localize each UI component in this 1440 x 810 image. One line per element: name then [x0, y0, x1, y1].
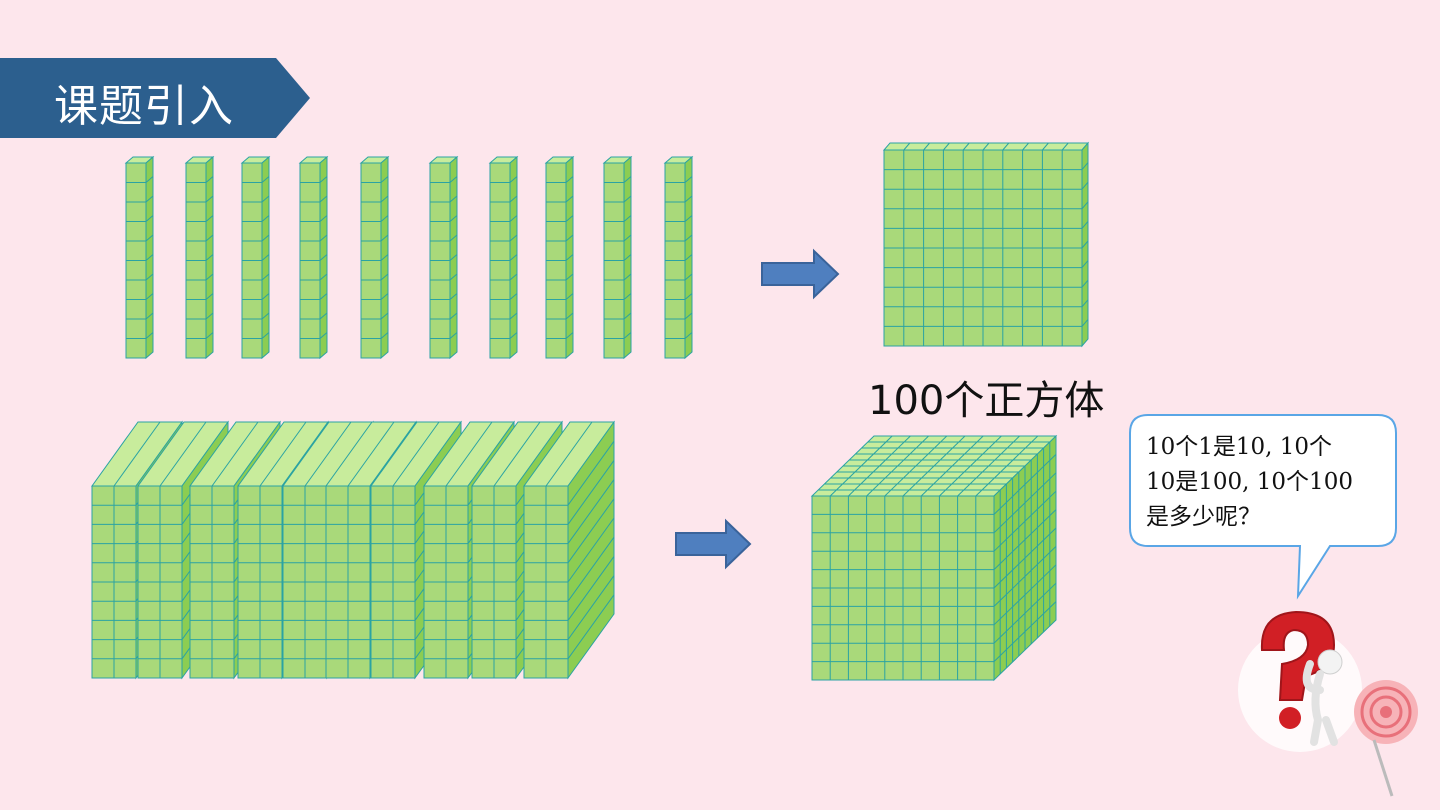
ten-rod — [544, 155, 575, 360]
hundred-flat — [523, 420, 615, 680]
speech-bubble-text: 10个1是10, 10个 10是100, 10个100 是多少呢？ — [1146, 430, 1386, 535]
ten-rod — [602, 155, 633, 360]
ten-rod — [428, 155, 459, 360]
ten-rod — [488, 155, 519, 360]
arrow-right-icon — [761, 248, 840, 300]
ten-rod — [298, 155, 329, 360]
ten-rod — [184, 155, 215, 360]
hundred-flat — [882, 141, 1090, 348]
speech-line-1: 10个1是10, 10个 — [1146, 434, 1333, 460]
ten-rod — [124, 155, 155, 360]
banner-shape — [0, 58, 310, 138]
ten-rod — [359, 155, 390, 360]
page-title: 课题引入 — [54, 81, 234, 132]
thousand-cube — [810, 434, 1058, 682]
ten-rod — [663, 155, 694, 360]
speech-line-2: 10是100, 10个100 — [1146, 469, 1353, 495]
hundred-cubes-caption: 100个正方体 — [868, 378, 1105, 424]
arrow-right-icon — [675, 518, 752, 570]
title-banner: 课题引入 — [0, 58, 310, 138]
question-thinker-icon — [1238, 610, 1418, 797]
ten-rod — [240, 155, 271, 360]
speech-bubble — [1129, 414, 1397, 600]
speech-line-3: 是多少呢？ — [1146, 504, 1261, 530]
